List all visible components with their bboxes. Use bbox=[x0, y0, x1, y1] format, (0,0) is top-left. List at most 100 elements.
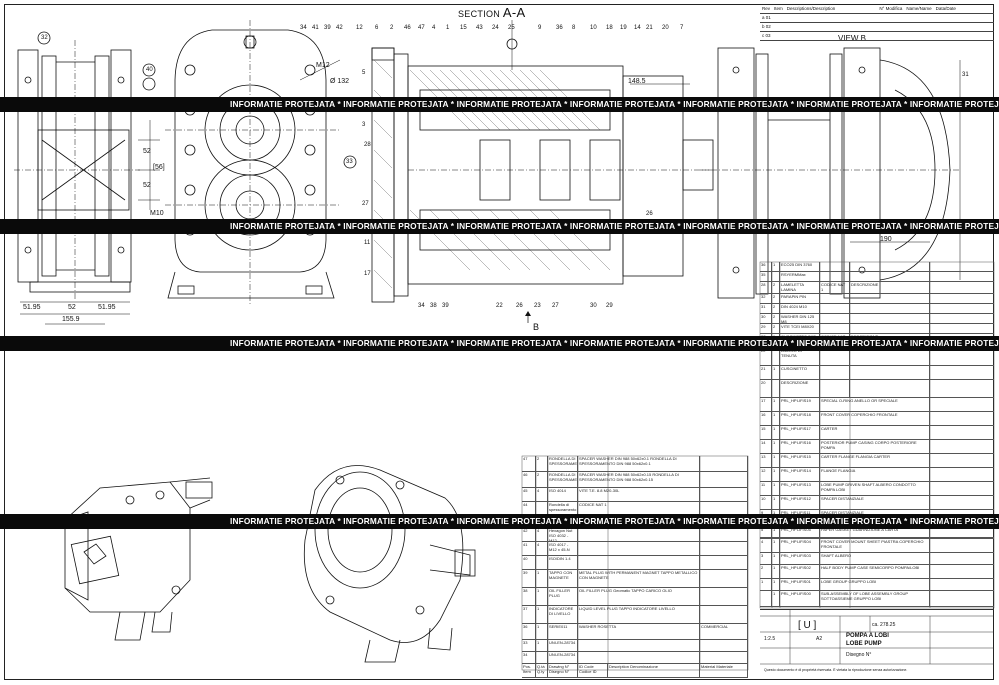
revision-row: b 02 bbox=[760, 23, 994, 32]
dimension-label: 190 bbox=[880, 236, 892, 243]
balloon: 7 bbox=[680, 25, 684, 31]
table-cell bbox=[578, 652, 700, 663]
table-cell: CARTER FLANGE FLANGIA CARTER bbox=[820, 454, 930, 467]
table-cell: 2 bbox=[772, 304, 780, 313]
balloon: 38 bbox=[430, 303, 437, 309]
table-cell: 10 bbox=[760, 496, 772, 509]
table-cell: RONDELLA DI SPESSORAMENTO bbox=[548, 472, 578, 487]
balloon: 5 bbox=[362, 70, 366, 76]
table-cell: PRL_HPI-IFIS02 bbox=[780, 565, 820, 578]
table-cell bbox=[700, 640, 748, 651]
section-title-label: A-A bbox=[502, 5, 526, 20]
section-hatching bbox=[373, 59, 611, 289]
table-cell: PRL_HPI-IFIS04 bbox=[780, 539, 820, 552]
bom-grid-mid bbox=[521, 455, 749, 671]
table-cell: PARAPIN PIN bbox=[780, 294, 820, 303]
table-cell bbox=[578, 542, 700, 555]
table-cell: METAL PLUG WITH PERMANENT MAGNET TAPPO M… bbox=[578, 570, 700, 587]
table-cell bbox=[850, 380, 930, 397]
table-cell: PRL_HPI-IFIS15 bbox=[780, 454, 820, 467]
watermark-banner: INFORMATIE PROTEJATA * INFORMATIE PROTEJ… bbox=[0, 514, 999, 529]
table-cell: FLANGE FLANGIA bbox=[820, 468, 930, 481]
balloon: 34 bbox=[300, 25, 307, 31]
table-cell: 14 bbox=[760, 440, 772, 453]
table-cell: Pos. Item bbox=[522, 664, 536, 677]
table-cell: OIL FILLER PLUG Geomatic TAPPO CARICO OL… bbox=[578, 588, 700, 605]
table-cell: 1 bbox=[772, 565, 780, 578]
rev-col: Descriptions/Description bbox=[786, 6, 836, 11]
dimension-label: M10 bbox=[150, 210, 164, 217]
table-cell: TAPPO CON MAGNETE bbox=[548, 570, 578, 587]
table-cell bbox=[760, 591, 772, 606]
table-cell bbox=[700, 472, 748, 487]
rev-col: Rev bbox=[762, 6, 771, 11]
table-cell: CUSCINETTO bbox=[780, 366, 820, 379]
balloon: 2 bbox=[390, 25, 394, 31]
balloon: 26 bbox=[646, 211, 653, 217]
table-cell: 34 bbox=[522, 652, 536, 663]
table-cell: PRL_HPI-IFIS19 bbox=[780, 398, 820, 411]
bom-grid-right bbox=[759, 261, 995, 609]
table-cell: 2 bbox=[760, 565, 772, 578]
table-cell bbox=[850, 272, 930, 281]
table-cell: INDICATORE DI LIVELLO bbox=[548, 606, 578, 623]
rev-col: N° Modifica bbox=[879, 6, 903, 11]
table-cell: 2 bbox=[772, 314, 780, 323]
table-cell bbox=[850, 304, 930, 313]
balloon: 39 bbox=[442, 303, 449, 309]
table-cell bbox=[700, 588, 748, 605]
table-cell: ISO 4014 bbox=[548, 488, 578, 501]
table-cell: 1 bbox=[772, 527, 780, 538]
table-cell: 1 bbox=[772, 426, 780, 439]
view-b-title: VIEW B bbox=[838, 34, 867, 43]
dimension-label: 51.95 bbox=[23, 304, 41, 311]
table-cell: COMMERCIAL bbox=[700, 624, 748, 639]
table-cell: 36 bbox=[522, 624, 536, 639]
balloon: 14 bbox=[634, 25, 641, 31]
table-cell bbox=[578, 556, 700, 569]
table-cell: 16 bbox=[760, 412, 772, 425]
balloon: 30 bbox=[590, 303, 597, 309]
table-cell bbox=[772, 380, 780, 397]
balloon: 39 bbox=[324, 25, 331, 31]
sheet-size: A2 bbox=[816, 636, 823, 642]
balloon: 41 bbox=[312, 25, 319, 31]
dimension-label: 51.95 bbox=[98, 304, 116, 311]
table-cell: 1 bbox=[772, 440, 780, 453]
table-cell: 1 bbox=[536, 624, 548, 639]
rev-col: Name/Name bbox=[906, 6, 932, 11]
table-cell: 36 bbox=[760, 262, 772, 271]
table-cell bbox=[820, 380, 850, 397]
watermark-banner: INFORMATIE PROTEJATA * INFORMATIE PROTEJ… bbox=[0, 97, 999, 112]
table-cell: 42 bbox=[522, 528, 536, 541]
isometric-view-2 bbox=[303, 465, 476, 663]
table-cell: PRL_HPI-IFIS17 bbox=[780, 426, 820, 439]
table-cell: 46 bbox=[522, 472, 536, 487]
section-title-prefix: SECTION bbox=[458, 9, 501, 19]
balloon: 23 bbox=[534, 303, 541, 309]
table-cell bbox=[820, 304, 850, 313]
balloon: 9 bbox=[538, 25, 542, 31]
table-cell: 31 bbox=[760, 304, 772, 313]
table-cell bbox=[578, 640, 700, 651]
table-cell: 1 bbox=[536, 640, 548, 651]
table-cell: 29 bbox=[760, 324, 772, 333]
isometric-view-1 bbox=[64, 477, 213, 641]
table-cell: PRL_HPI-IFIS05 bbox=[780, 527, 820, 538]
balloon: 43 bbox=[476, 25, 483, 31]
table-cell: 4 bbox=[536, 488, 548, 501]
balloon: 22 bbox=[496, 303, 503, 309]
table-cell: DESCRIZIONE bbox=[850, 282, 930, 293]
table-cell: SPECIAL O-RING ANELLO OR SPECIALE bbox=[820, 398, 930, 411]
table-cell: 1 bbox=[772, 366, 780, 379]
